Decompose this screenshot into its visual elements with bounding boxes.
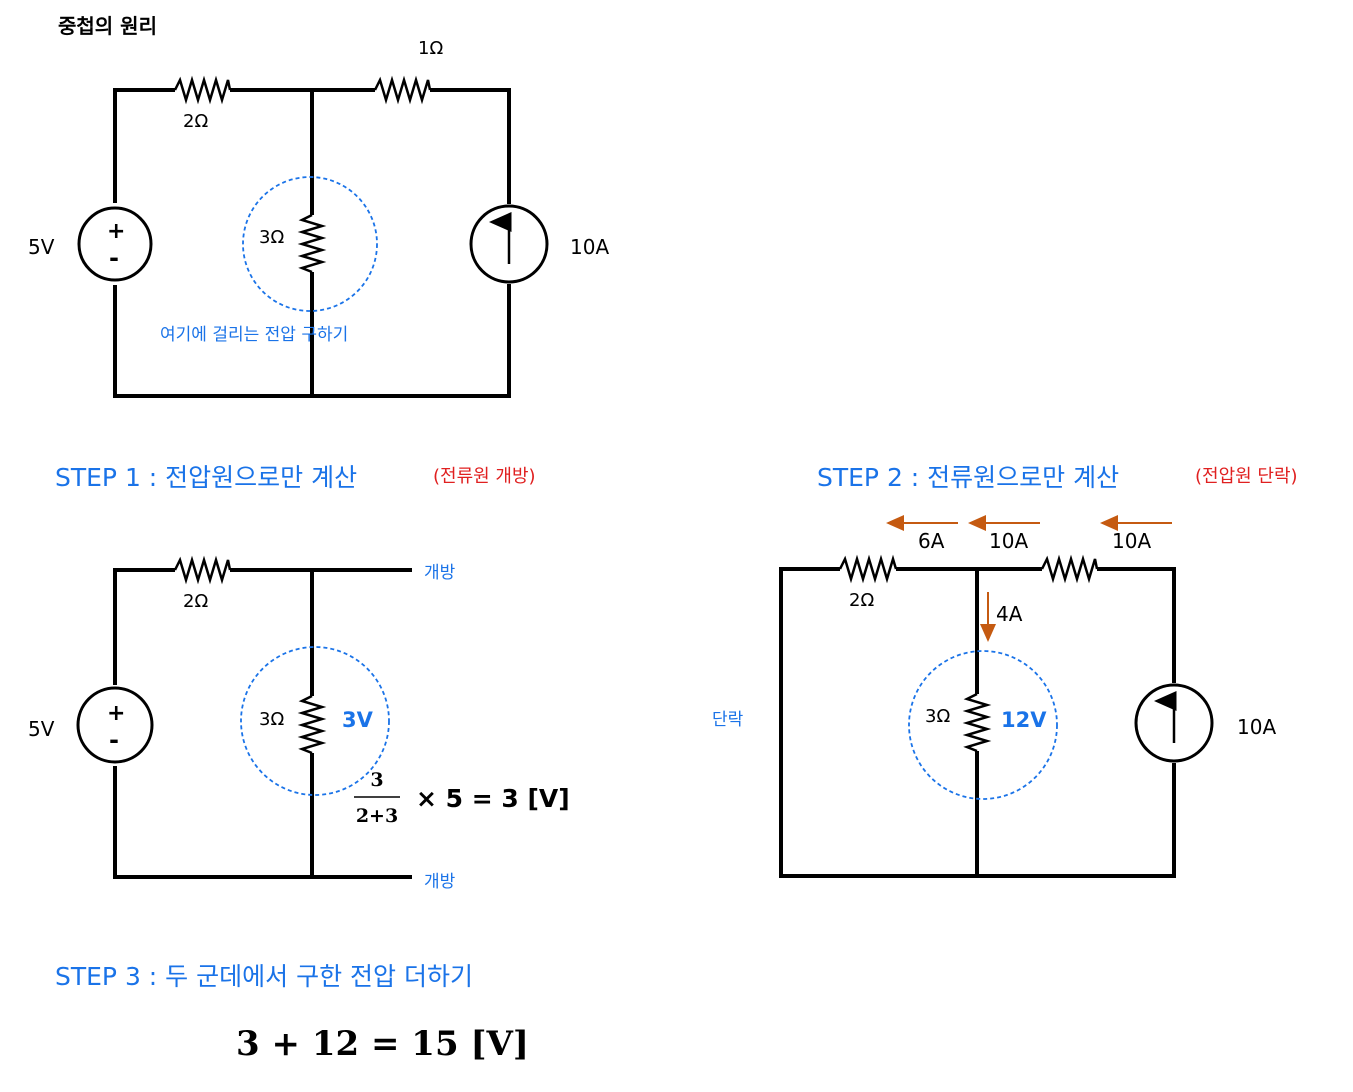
highlight-circle-step1 (240, 646, 390, 796)
circuit-original (113, 88, 511, 398)
circuit-step2 (779, 567, 1176, 878)
label-2ohm-step1: 2Ω (183, 591, 208, 612)
open-label-bottom: 개방 (424, 872, 456, 892)
highlight-circle (242, 176, 378, 312)
resistor-1ohm (373, 75, 432, 105)
resistor-2ohm-step2 (838, 554, 898, 584)
voltage-source-step1 (76, 686, 154, 764)
annotation-note: 여기에 걸리는 전압 구하기 (160, 325, 348, 345)
step1-heading: STEP 1 : 전압원으로만 계산 (55, 463, 357, 492)
step2-paren: (전압원 단락) (1195, 466, 1298, 487)
resistor-2ohm-step1 (173, 555, 232, 585)
page-title: 중첩의 원리 (58, 14, 157, 38)
open-label-top: 개방 (424, 563, 456, 583)
resistor-3ohm-step2 (962, 692, 992, 753)
result-3v: 3V (342, 708, 374, 732)
label-2ohm: 2Ω (183, 111, 208, 132)
minus-sign-step1: - (109, 726, 119, 754)
current-10a-right: 10A (1112, 529, 1151, 553)
fraction: 3 2+3 (354, 769, 400, 827)
current-10a-middle: 10A (989, 529, 1028, 553)
label-10a: 10A (570, 235, 609, 259)
step2-heading: STEP 2 : 전류원으로만 계산 (817, 463, 1119, 492)
label-1ohm: 1Ω (418, 38, 443, 59)
step1-formula: × 5 = 3 [V] (416, 784, 570, 813)
step3-formula: 3 + 12 = 15 [V] (236, 1024, 529, 1064)
result-12v: 12V (1001, 708, 1047, 732)
minus-sign: - (109, 244, 119, 272)
label-5v: 5V (28, 235, 55, 259)
label-3ohm: 3Ω (259, 227, 284, 248)
plus-sign-step1: + (107, 701, 125, 726)
plus-sign: + (107, 219, 125, 244)
label-10a-step2: 10A (1237, 715, 1276, 739)
fraction-denominator: 2+3 (356, 805, 398, 827)
resistor-3ohm-step1 (297, 694, 327, 755)
resistor-2ohm (173, 75, 232, 105)
resistor-1ohm-step2 (1040, 554, 1099, 584)
short-label: 단락 (712, 710, 744, 730)
step1-paren: (전류원 개방) (433, 466, 536, 487)
current-6a: 6A (918, 529, 945, 553)
current-4a: 4A (996, 602, 1023, 626)
step3-heading: STEP 3 : 두 군데에서 구한 전압 더하기 (55, 962, 473, 991)
resistor-3ohm (297, 213, 327, 274)
highlight-circle-step2 (908, 650, 1058, 800)
circuit-step1 (113, 568, 412, 879)
fraction-numerator: 3 (370, 769, 383, 791)
label-2ohm-step2: 2Ω (849, 590, 874, 611)
label-3ohm-step1: 3Ω (259, 709, 284, 730)
voltage-source (77, 206, 153, 282)
label-5v-step1: 5V (28, 717, 55, 741)
label-3ohm-step2: 3Ω (925, 706, 950, 727)
